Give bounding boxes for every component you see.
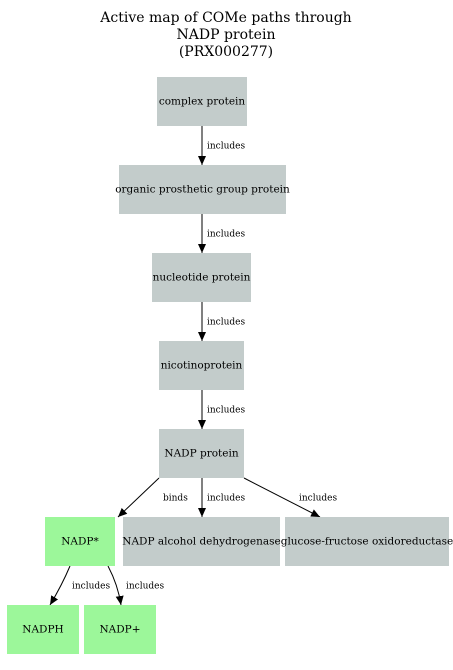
edge-label: includes [207, 142, 245, 152]
edge-nadp_protein-to-gfo: includes [243, 477, 337, 518]
node-complex[interactable]: complex protein [157, 77, 247, 126]
edge-nicotino-to-nadp_protein: includes [198, 390, 245, 429]
edge-arrow [117, 477, 160, 518]
title-line-3: (PRX000277) [179, 44, 273, 60]
edge-label: includes [299, 494, 337, 504]
node-nadp-star[interactable]: NADP* [45, 517, 115, 566]
edge-nadp_protein-to-nadp_star: binds [117, 477, 188, 518]
node-label: glucose-fructose oxidoreductase [281, 536, 453, 548]
node-label: nicotinoprotein [161, 360, 243, 372]
node-label: nucleotide protein [153, 272, 251, 284]
nodes-layer: complex protein organic prosthetic group … [7, 77, 453, 654]
title-line-1: Active map of COMe paths through [99, 10, 351, 26]
edge-label: includes [126, 582, 164, 592]
node-nucleotide[interactable]: nucleotide protein [152, 253, 251, 302]
node-label: NADP* [61, 536, 99, 548]
node-box [84, 605, 156, 654]
node-box [7, 605, 79, 654]
node-nicotino[interactable]: nicotinoprotein [159, 341, 244, 390]
edge-label: includes [207, 406, 245, 416]
edge-arrow [107, 565, 124, 606]
edge-arrow [243, 477, 321, 518]
node-box [45, 517, 115, 566]
edge-label: includes [207, 494, 245, 504]
node-label: NADP alcohol dehydrogenase [122, 536, 280, 548]
edge-complex-to-organic: includes [198, 126, 245, 165]
node-box [159, 341, 244, 390]
edge-organic-to-nucleotide: includes [198, 214, 245, 253]
node-label: organic prosthetic group protein [115, 184, 290, 196]
edge-label: includes [207, 318, 245, 328]
edge-nadp_star-to-nadp_plus: includes [107, 565, 164, 606]
edge-nadp_star-to-nadph: includes [49, 565, 110, 606]
node-box [152, 253, 251, 302]
edge-nucleotide-to-nicotino: includes [198, 302, 245, 341]
node-nadp-adh[interactable]: NADP alcohol dehydrogenase [122, 517, 281, 566]
node-nadph[interactable]: NADPH [7, 605, 79, 654]
edge-label: includes [207, 230, 245, 240]
diagram-title: Active map of COMe paths through NADP pr… [99, 10, 351, 60]
edge-label: binds [163, 494, 188, 504]
edge-nadp_protein-to-nadp_adh: includes [198, 478, 245, 517]
node-box [159, 429, 244, 478]
node-label: NADP+ [99, 624, 140, 636]
node-label: NADP protein [164, 448, 238, 460]
node-nadp-protein[interactable]: NADP protein [159, 429, 244, 478]
title-line-2: NADP protein [177, 27, 276, 43]
node-box [123, 517, 280, 566]
node-box [157, 77, 247, 126]
edge-arrow [49, 565, 71, 606]
edge-label: includes [72, 582, 110, 592]
node-label: complex protein [159, 96, 246, 108]
node-gfo[interactable]: glucose-fructose oxidoreductase [281, 517, 453, 566]
node-nadp-plus[interactable]: NADP+ [84, 605, 156, 654]
node-organic[interactable]: organic prosthetic group protein [115, 165, 290, 214]
node-box [285, 517, 449, 566]
node-label: NADPH [22, 624, 63, 636]
edges-layer: includes includes includes includes binds inc… [49, 126, 337, 606]
node-box [119, 165, 286, 214]
